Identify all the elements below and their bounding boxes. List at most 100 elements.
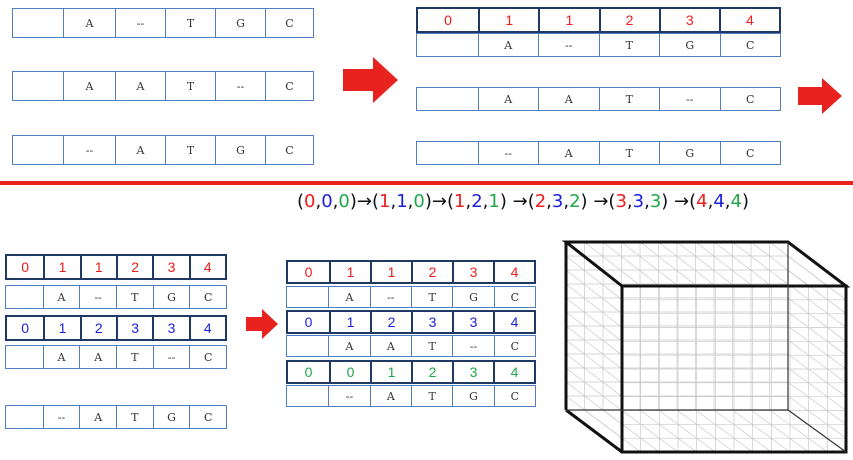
table-cell: T [165, 9, 215, 37]
table-cell: 0 [444, 12, 452, 28]
table-cell: T [598, 34, 660, 56]
table-cell: 2 [79, 317, 116, 339]
arrow-icon: → [431, 191, 447, 212]
path-index-value: 3 [551, 191, 564, 212]
paren-close: ) [580, 191, 588, 212]
3d-alignment-cube [561, 240, 850, 454]
comma: , [707, 191, 714, 212]
path-index-value: 2 [534, 191, 547, 212]
table-cell: 1 [43, 256, 79, 278]
table-cell: 2 [370, 312, 411, 332]
comma: , [482, 191, 489, 212]
table-cell: T [410, 287, 452, 307]
table-cell: G [452, 287, 493, 307]
comma: , [563, 191, 570, 212]
table-cell: 0 [304, 264, 313, 280]
path-index-value: 1 [488, 191, 500, 212]
table-cell: 4 [493, 362, 534, 382]
path-index-value: 1 [454, 191, 466, 212]
table-cell: C [719, 142, 781, 164]
table-cell: 1 [329, 262, 370, 282]
table-cell [417, 142, 478, 164]
table-cell [287, 287, 328, 307]
table-cell: 0 [329, 362, 370, 382]
table-cell: 0 [21, 259, 30, 275]
table-cell: 2 [411, 362, 452, 382]
table-cell: T [410, 336, 452, 356]
table-cell: 3 [411, 312, 452, 332]
table-cell [287, 336, 328, 356]
path-index-value: 3 [615, 191, 627, 212]
path-index-value: 0 [413, 191, 425, 212]
table-cell: T [165, 72, 215, 100]
table-cell: A [328, 287, 369, 307]
table-cell: A [115, 72, 165, 100]
table-cell: A [477, 88, 539, 110]
table-cell: 2 [411, 262, 452, 282]
table-cell [13, 9, 63, 37]
table-cell [13, 72, 63, 100]
comma: , [546, 191, 552, 212]
path-index-value: 4 [696, 191, 708, 212]
table-cell: 1 [43, 317, 79, 339]
table-cell: A [538, 142, 599, 164]
table-cell: G [659, 142, 720, 164]
table-cell [417, 34, 478, 56]
table-cell: 1 [538, 9, 598, 31]
index-path-sequence: (0,0,0)→(1,1,0)→(1,2,1) →(2,3,2) →(3,3,3… [297, 191, 749, 212]
paren-close: ) [349, 191, 357, 212]
path-index-value: 1 [396, 191, 408, 212]
right-arrow-icon [343, 57, 398, 103]
table-cell: G [659, 34, 720, 56]
table-cell: G [452, 386, 493, 406]
table-cell: -- [152, 346, 190, 368]
table-cell: A [63, 9, 115, 37]
table-cell: 3 [152, 317, 188, 339]
table-cell: -- [369, 287, 411, 307]
table-cell: G [215, 9, 265, 37]
table-cell [13, 136, 63, 164]
table-cell: -- [215, 72, 265, 100]
table-cell: 0 [304, 364, 313, 380]
table-cell: 3 [115, 317, 152, 339]
table-cell [6, 286, 43, 308]
comma: , [724, 191, 731, 212]
table-cell: 1 [79, 256, 116, 278]
table-cell: -- [328, 386, 369, 406]
comma: , [626, 191, 633, 212]
table-cell: A [79, 406, 116, 428]
path-index-value: 0 [304, 191, 316, 212]
table-cell: A [328, 336, 369, 356]
table-cell: A [42, 346, 80, 368]
table-cell: C [493, 386, 535, 406]
arrow-icon: → [512, 191, 528, 212]
table-cell: 0 [21, 320, 30, 336]
table-cell: G [152, 406, 190, 428]
table-cell: A [79, 346, 116, 368]
table-cell: C [189, 286, 226, 308]
table-cell: T [116, 346, 153, 368]
table-cell: -- [477, 142, 539, 164]
comma: , [390, 191, 397, 212]
table-cell: -- [452, 336, 493, 356]
paren-close: ) [661, 191, 669, 212]
path-index-value: 4 [713, 191, 725, 212]
table-cell: 1 [329, 312, 370, 332]
table-cell: G [215, 136, 265, 164]
right-arrow-icon [798, 78, 842, 114]
table-cell: C [189, 406, 226, 428]
table-cell: 2 [115, 256, 152, 278]
comma: , [465, 191, 472, 212]
paren-close: ) [424, 191, 432, 212]
